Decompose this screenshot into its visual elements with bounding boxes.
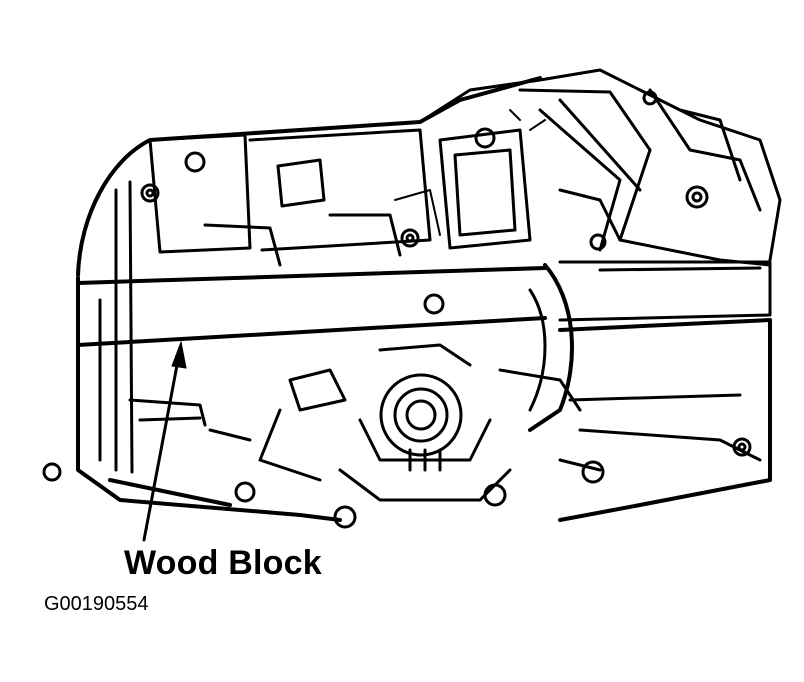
engine-outline	[76, 76, 542, 522]
engine-upper-components	[394, 68, 782, 267]
figure-id: G00190554	[44, 593, 149, 615]
transmission-housing	[128, 318, 772, 522]
drain-plug	[42, 462, 62, 482]
mount-bracket	[234, 263, 582, 529]
callout-leader	[142, 340, 187, 542]
wood-block	[76, 260, 772, 347]
wood-block-label: Wood Block	[124, 544, 322, 582]
